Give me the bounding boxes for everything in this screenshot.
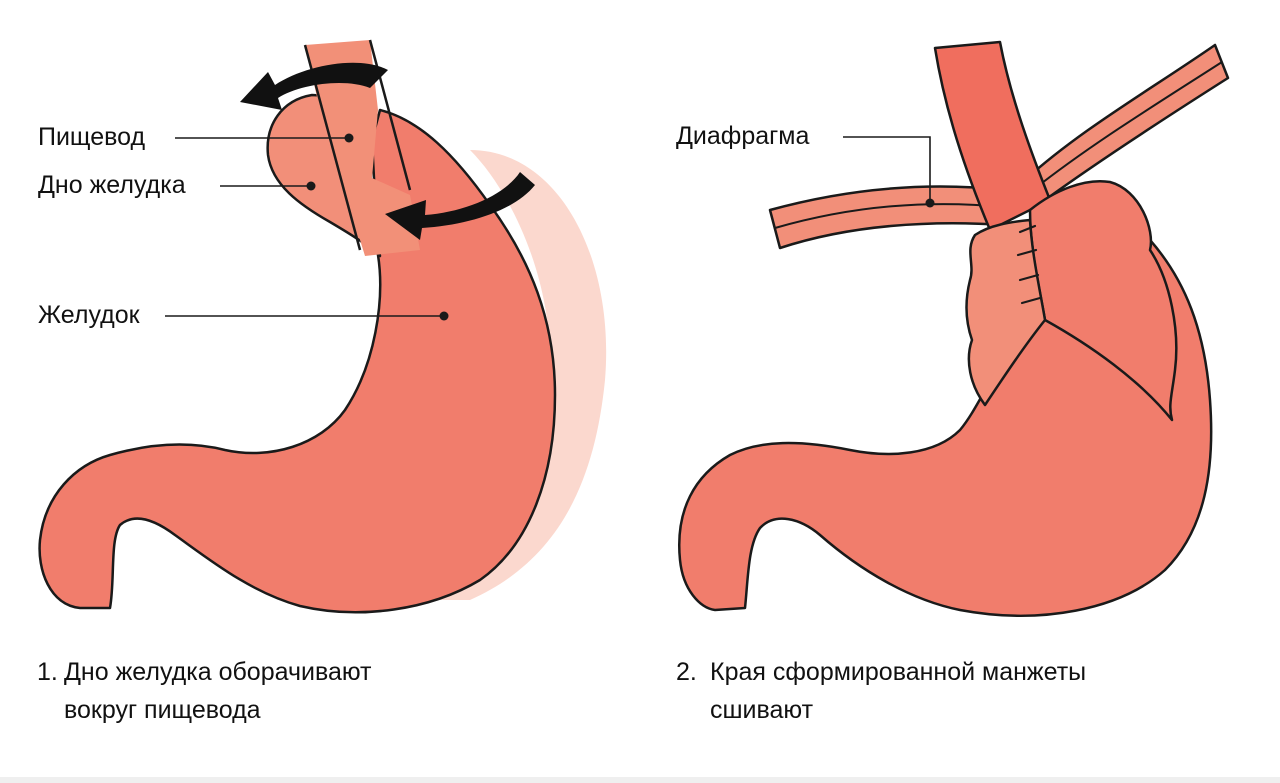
panel-1-illustration xyxy=(38,39,607,614)
stomach-shadow xyxy=(420,150,607,600)
suture-stitches xyxy=(1016,224,1042,305)
caption-step-1: 1. Дно желудка оборачивают вокруг пищево… xyxy=(37,656,437,726)
wrap-arrow-top xyxy=(240,62,388,110)
esophagus-tube xyxy=(305,40,420,256)
diaphragm-marker-dot xyxy=(925,198,935,208)
caption-step-2: 2. Края сформированной манжеты сшивают xyxy=(676,656,1146,726)
caption-2-line1: Края сформированной манжеты xyxy=(710,658,1087,686)
caption-1-number: 1. xyxy=(37,658,58,686)
caption-1-line1: Дно желудка оборачивают xyxy=(64,658,372,686)
caption-2-line2: сшивают xyxy=(710,696,814,724)
panel-2-illustration xyxy=(678,40,1230,617)
label-esophagus: Пищевод xyxy=(38,123,146,151)
label-fundus: Дно желудка xyxy=(38,171,186,199)
label-diaphragm: Диафрагма xyxy=(676,122,810,150)
esophagus-marker-dot xyxy=(344,133,354,143)
caption-2-number: 2. xyxy=(676,658,697,686)
caption-1-line2: вокруг пищевода xyxy=(64,696,261,724)
fundus-marker-dot xyxy=(306,181,316,191)
label-stomach: Желудок xyxy=(38,301,140,329)
stomach-marker-dot xyxy=(439,311,449,321)
stomach-shape xyxy=(38,108,557,614)
fundus-wrap-left xyxy=(965,218,1047,407)
esophagus-tube-2 xyxy=(933,40,1052,232)
diaphragm-left xyxy=(768,185,1007,250)
wrap-arrow-middle xyxy=(385,172,535,240)
